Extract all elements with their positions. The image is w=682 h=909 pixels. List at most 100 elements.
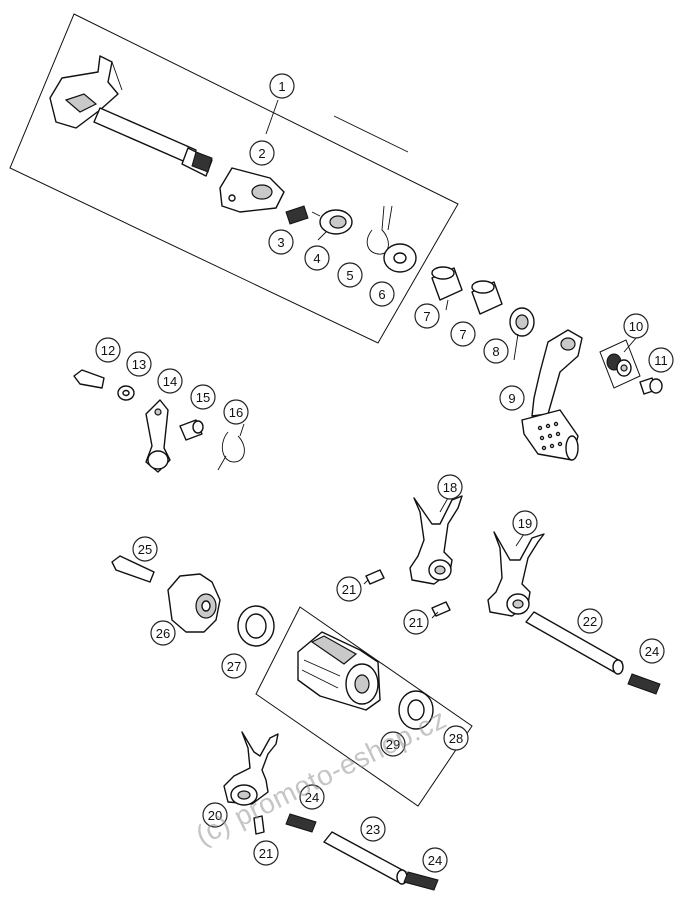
part-pin-21a[interactable] — [365, 569, 385, 585]
callout-21a[interactable]: 21 — [336, 576, 362, 602]
part-shift-drum-locating[interactable] — [167, 573, 221, 633]
callout-6[interactable]: 6 — [369, 281, 395, 307]
callout-24a[interactable]: 24 — [639, 638, 665, 664]
part-shift-shaft[interactable] — [49, 55, 213, 177]
callout-19[interactable]: 19 — [512, 510, 538, 536]
svg-text:14: 14 — [163, 374, 177, 389]
callout-1[interactable]: 1 — [269, 73, 295, 99]
svg-text:3: 3 — [277, 235, 284, 250]
part-washer-13[interactable] — [117, 385, 135, 401]
svg-text:26: 26 — [156, 626, 170, 641]
svg-text:16: 16 — [229, 405, 243, 420]
svg-text:8: 8 — [492, 344, 499, 359]
part-shift-plate[interactable] — [219, 167, 285, 213]
callout-23[interactable]: 23 — [360, 816, 386, 842]
svg-text:24: 24 — [428, 853, 442, 868]
callout-14[interactable]: 14 — [157, 368, 183, 394]
svg-text:6: 6 — [378, 287, 385, 302]
svg-text:18: 18 — [443, 480, 457, 495]
callout-22[interactable]: 22 — [577, 608, 603, 634]
svg-text:12: 12 — [101, 343, 115, 358]
callout-5[interactable]: 5 — [337, 262, 363, 288]
svg-text:10: 10 — [629, 319, 643, 334]
svg-text:21: 21 — [342, 582, 356, 597]
callout-2[interactable]: 2 — [249, 140, 275, 166]
part-washer[interactable] — [383, 243, 417, 273]
svg-text:7: 7 — [459, 327, 466, 342]
callout-28[interactable]: 28 — [443, 725, 469, 751]
part-shift-drum[interactable] — [297, 631, 381, 711]
part-fork-rail-22[interactable] — [525, 611, 624, 675]
part-bushing-1[interactable] — [431, 266, 463, 301]
svg-text:15: 15 — [196, 390, 210, 405]
part-locking-lever[interactable] — [145, 399, 171, 473]
callout-7a[interactable]: 7 — [414, 303, 440, 329]
part-bolt-12[interactable] — [73, 369, 105, 389]
svg-text:21: 21 — [409, 615, 423, 630]
callout-24c[interactable]: 24 — [422, 847, 448, 873]
callout-8[interactable]: 8 — [483, 338, 509, 364]
part-spring-guide[interactable] — [311, 209, 353, 241]
part-lever-bolt[interactable] — [639, 377, 663, 395]
svg-text:21: 21 — [259, 846, 273, 861]
part-spring-small[interactable] — [285, 205, 309, 225]
callout-26[interactable]: 26 — [150, 620, 176, 646]
part-shift-fork-20[interactable] — [223, 731, 279, 806]
part-shift-fork-18[interactable] — [409, 495, 463, 585]
svg-text:19: 19 — [518, 516, 532, 531]
svg-text:25: 25 — [138, 542, 152, 557]
svg-text:5: 5 — [346, 268, 353, 283]
callout-leaders — [265, 99, 637, 619]
part-bearing-27[interactable] — [237, 605, 275, 647]
svg-text:22: 22 — [583, 614, 597, 629]
part-spring-24b[interactable] — [285, 813, 317, 833]
callout-29[interactable]: 29 — [380, 731, 406, 757]
callout-24b[interactable]: 24 — [299, 784, 325, 810]
part-spring-24a[interactable] — [627, 673, 661, 695]
callout-7b[interactable]: 7 — [450, 321, 476, 347]
assembly-frame-shift-drum — [255, 606, 473, 807]
part-shift-lever[interactable] — [521, 329, 583, 461]
callout-20[interactable]: 20 — [202, 802, 228, 828]
callout-21b[interactable]: 21 — [403, 609, 429, 635]
svg-text:13: 13 — [132, 357, 146, 372]
part-fork-rail-23[interactable] — [323, 831, 408, 885]
callout-15[interactable]: 15 — [190, 384, 216, 410]
part-shaft-seal[interactable] — [509, 307, 535, 337]
svg-text:24: 24 — [645, 644, 659, 659]
svg-text:9: 9 — [508, 391, 515, 406]
callout-11[interactable]: 11 — [648, 347, 674, 373]
part-bearing-set[interactable] — [599, 339, 641, 389]
callout-9[interactable]: 9 — [499, 385, 525, 411]
svg-text:1: 1 — [278, 79, 285, 94]
part-shift-fork-19[interactable] — [487, 531, 545, 617]
callout-12[interactable]: 12 — [95, 337, 121, 363]
svg-text:11: 11 — [654, 353, 668, 368]
callout-27[interactable]: 27 — [221, 653, 247, 679]
callout-18[interactable]: 18 — [437, 474, 463, 500]
part-sleeve-15[interactable] — [179, 419, 204, 441]
callout-13[interactable]: 13 — [126, 351, 152, 377]
svg-text:28: 28 — [449, 731, 463, 746]
part-bushing-2[interactable] — [471, 280, 503, 315]
svg-text:23: 23 — [366, 822, 380, 837]
callout-3[interactable]: 3 — [268, 229, 294, 255]
part-pin-21b[interactable] — [431, 601, 451, 617]
callout-10[interactable]: 10 — [623, 313, 649, 339]
part-bearing-29[interactable] — [398, 690, 434, 730]
svg-text:7: 7 — [423, 309, 430, 324]
part-return-spring[interactable] — [366, 205, 393, 255]
svg-text:27: 27 — [227, 659, 241, 674]
callout-25[interactable]: 25 — [132, 536, 158, 562]
assembly-frame-shift-shaft — [9, 13, 459, 344]
part-spring-24c[interactable] — [403, 871, 439, 891]
part-screw-25[interactable] — [111, 555, 155, 583]
callout-21c[interactable]: 21 — [253, 840, 279, 866]
part-pin-21c[interactable] — [253, 815, 265, 835]
callout-4[interactable]: 4 — [304, 245, 330, 271]
callout-16[interactable]: 16 — [223, 399, 249, 425]
svg-text:4: 4 — [313, 251, 320, 266]
part-torsion-spring-16[interactable] — [217, 423, 245, 471]
